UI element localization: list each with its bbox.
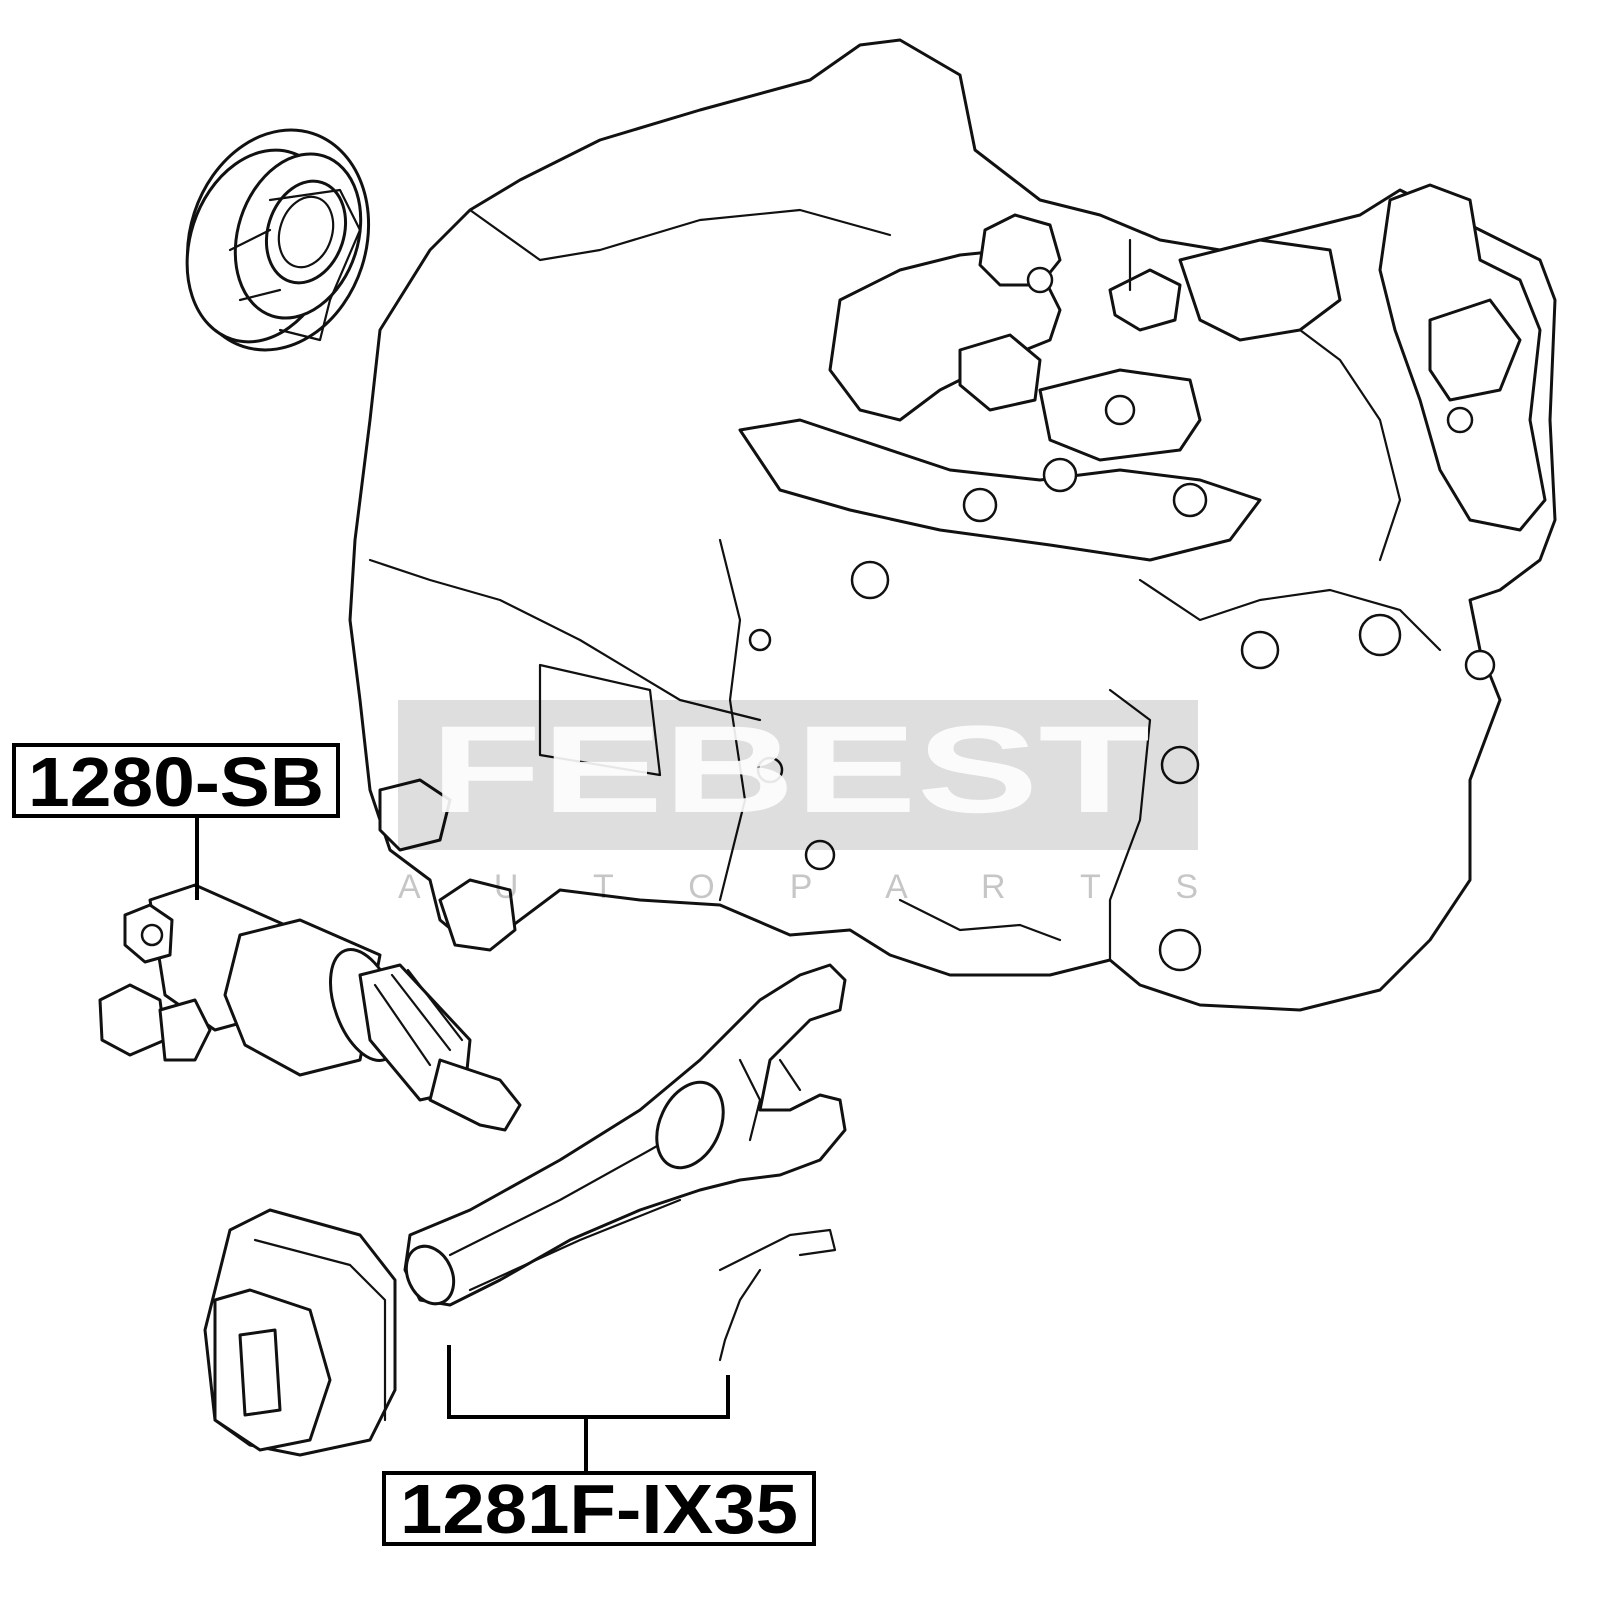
watermark-band	[398, 700, 1198, 850]
callout-1281f-ix35: 1281F-IX35	[382, 1345, 816, 1548]
label-box-1281f-ix35	[382, 1471, 816, 1546]
label-box-1280-sb	[12, 743, 340, 818]
watermark-brand-text: FEBEST	[430, 701, 1150, 839]
slave-cylinder	[98, 883, 522, 1132]
release-fork	[403, 963, 847, 1362]
part-number-label-1280-sb: 1280-SB	[28, 743, 324, 821]
release-bearing	[185, 128, 371, 352]
housing-bolts	[748, 266, 1496, 972]
callout-1280-sb: 1280-SB	[12, 743, 340, 900]
transmission-housing	[348, 38, 1557, 1012]
rubber-boot	[203, 1208, 397, 1457]
part-number-label-1281f-ix35: 1281F-IX35	[400, 1470, 798, 1548]
leader-bracket-1281f-ix35	[447, 1345, 730, 1419]
